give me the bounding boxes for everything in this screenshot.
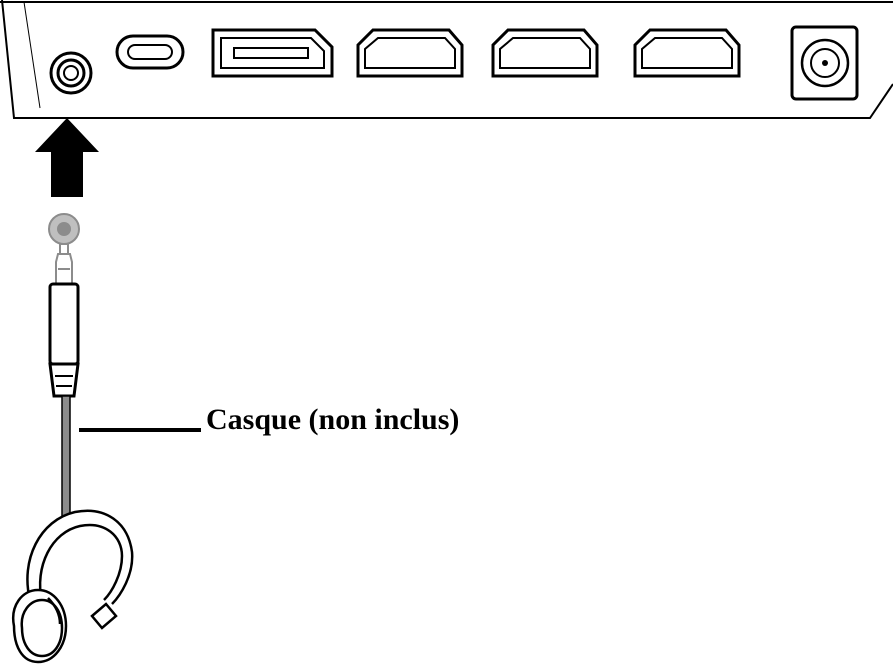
headphones-icon <box>11 509 134 664</box>
displayport-port <box>211 28 334 78</box>
hdmi-port-2 <box>491 28 599 78</box>
headphones-callout-label: Casque (non inclus) <box>206 403 460 436</box>
up-arrow-icon <box>35 118 99 197</box>
audio-out-port <box>49 51 93 95</box>
audio-plug <box>48 213 80 398</box>
headphone-cable <box>61 395 71 517</box>
hdmi-port-1 <box>356 28 464 78</box>
hdmi-port-3 <box>633 28 741 78</box>
dc-power-port <box>790 25 859 101</box>
usb-c-port <box>115 34 185 70</box>
